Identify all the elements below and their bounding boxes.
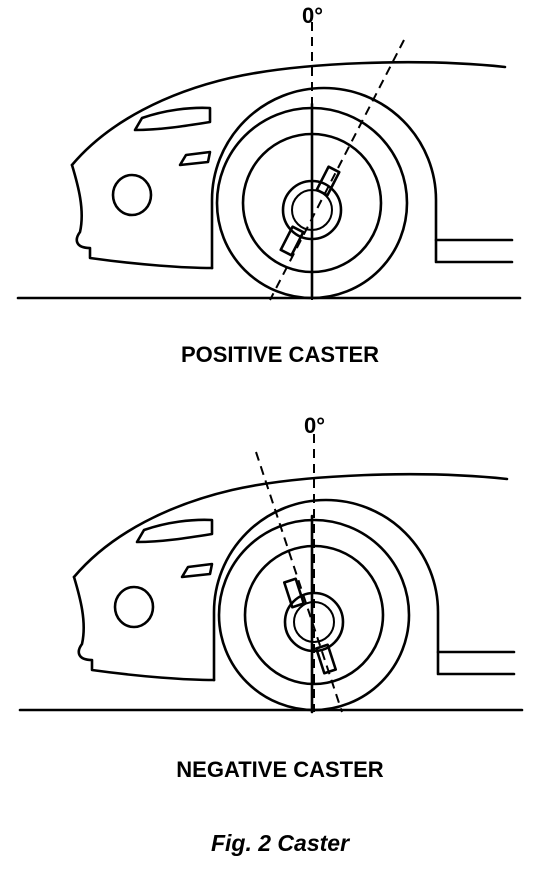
positive-caster-title: POSITIVE CASTER [180, 342, 380, 367]
car-side-view-positive [16, 20, 522, 302]
negative-caster-title: NEGATIVE CASTER [176, 757, 384, 782]
figure-caption: Fig. 2 Caster [210, 830, 350, 856]
positive-caster-panel [16, 20, 522, 302]
negative-caster-panel [18, 432, 524, 714]
car-side-view-negative [18, 432, 524, 714]
steering-axis-positive [269, 39, 405, 301]
zero-degree-label-negative: 0° [304, 413, 326, 438]
zero-degree-label-positive: 0° [302, 3, 324, 28]
steering-axis-negative [255, 451, 343, 713]
